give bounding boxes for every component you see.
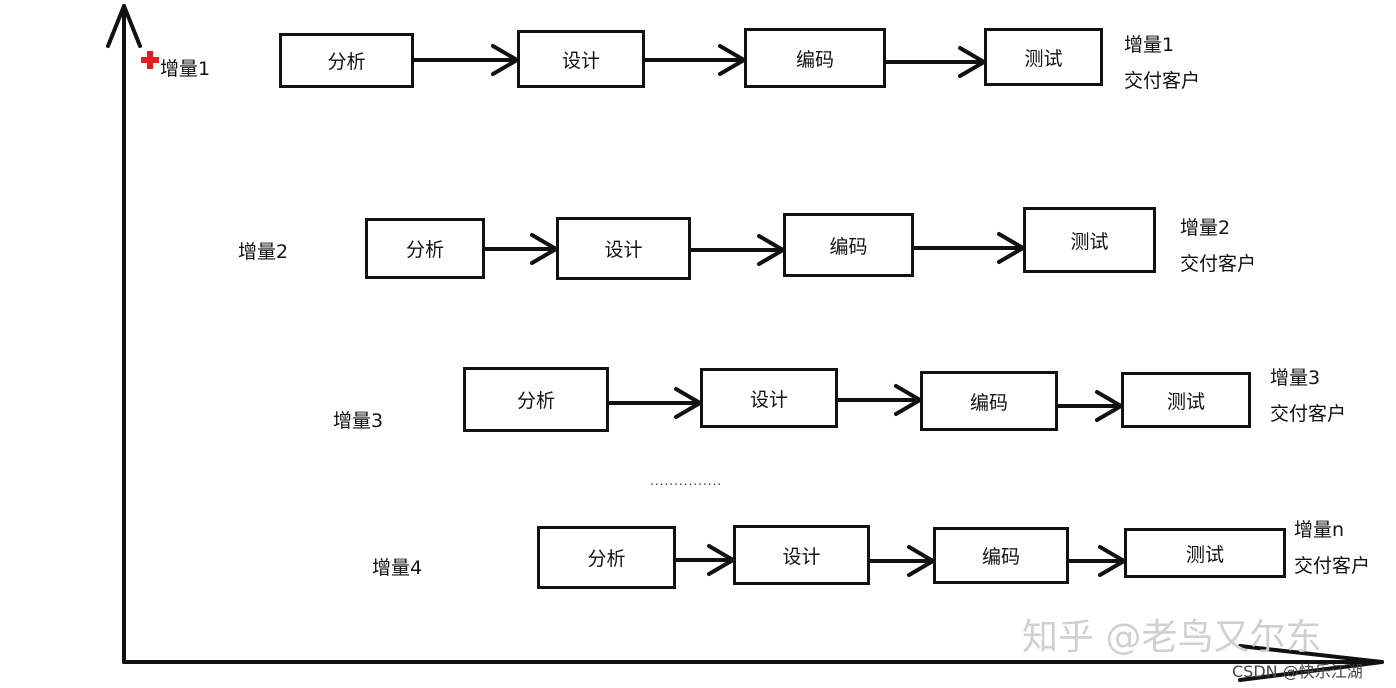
increment-label: 增量2 bbox=[238, 241, 289, 263]
analysis-box: 分析 bbox=[279, 33, 414, 88]
analysis-text: 分析 bbox=[327, 51, 366, 73]
coding-text: 编码 bbox=[829, 235, 868, 258]
red-cross-marker-icon bbox=[141, 51, 159, 69]
design-box: 设计 bbox=[556, 217, 691, 280]
design-box: 设计 bbox=[733, 525, 870, 585]
delivery-note: 增量n 交付客户 bbox=[1294, 512, 1370, 584]
delivery-text: 交付客户 bbox=[1270, 403, 1347, 425]
design-text: 设计 bbox=[782, 545, 821, 568]
delivery-text: 交付客户 bbox=[1294, 555, 1371, 577]
y-axis-arrowhead bbox=[106, 4, 142, 48]
coding-text: 编码 bbox=[981, 546, 1020, 568]
analysis-box: 分析 bbox=[365, 218, 485, 279]
analysis-text: 分析 bbox=[405, 239, 444, 261]
delivery-increment: 增量2 bbox=[1180, 217, 1231, 239]
delivery-increment: 增量3 bbox=[1270, 367, 1321, 389]
testing-text: 测试 bbox=[1166, 390, 1205, 413]
analysis-text: 分析 bbox=[516, 390, 555, 412]
analysis-box: 分析 bbox=[463, 367, 609, 432]
increment-label: 增量4 bbox=[372, 557, 423, 579]
coding-box: 编码 bbox=[783, 213, 914, 277]
axes bbox=[106, 4, 1384, 682]
delivery-text: 交付客户 bbox=[1180, 253, 1257, 275]
coding-text: 编码 bbox=[969, 391, 1008, 414]
increment-label: 增量3 bbox=[333, 410, 384, 432]
testing-box: 测试 bbox=[1124, 528, 1286, 578]
flow-arrows bbox=[414, 44, 1126, 577]
delivery-increment: 增量1 bbox=[1124, 34, 1175, 56]
increment-label: 增量1 bbox=[160, 58, 211, 80]
delivery-note: 增量1 交付客户 bbox=[1124, 27, 1200, 99]
coding-box: 编码 bbox=[744, 28, 886, 88]
csdn-watermark: CSDN @快乐江湖 bbox=[1232, 662, 1363, 681]
analysis-text: 分析 bbox=[587, 548, 626, 570]
coding-box: 编码 bbox=[933, 527, 1069, 584]
testing-box: 测试 bbox=[984, 28, 1103, 86]
design-box: 设计 bbox=[700, 368, 838, 428]
testing-text: 测试 bbox=[1185, 543, 1224, 566]
testing-text: 测试 bbox=[1070, 230, 1109, 253]
design-text: 设计 bbox=[604, 239, 643, 261]
coding-box: 编码 bbox=[920, 371, 1058, 431]
analysis-box: 分析 bbox=[537, 526, 676, 589]
design-box: 设计 bbox=[517, 30, 645, 88]
ellipsis-dots: ............... bbox=[650, 474, 723, 488]
zhihu-watermark: 知乎 @老鸟又尔东 bbox=[1022, 617, 1322, 658]
delivery-note: 增量3 交付客户 bbox=[1270, 360, 1346, 432]
design-text: 设计 bbox=[561, 49, 600, 72]
delivery-text: 交付客户 bbox=[1124, 70, 1201, 92]
design-text: 设计 bbox=[749, 388, 788, 411]
testing-box: 测试 bbox=[1023, 207, 1156, 273]
delivery-increment: 增量n bbox=[1294, 519, 1345, 541]
coding-text: 编码 bbox=[795, 48, 834, 71]
testing-box: 测试 bbox=[1121, 372, 1251, 428]
testing-text: 测试 bbox=[1024, 47, 1063, 70]
delivery-note: 增量2 交付客户 bbox=[1180, 210, 1256, 282]
x-axis-arrowhead bbox=[1238, 644, 1384, 682]
